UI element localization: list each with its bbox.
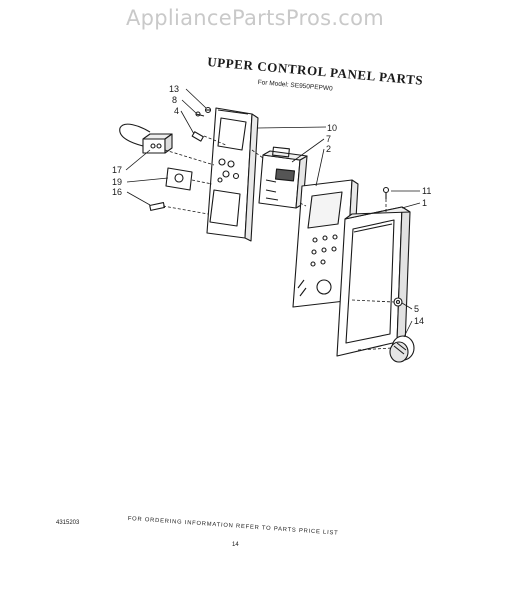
knob-14 xyxy=(389,335,415,363)
callout-17: 17 xyxy=(112,165,122,175)
callout-10: 10 xyxy=(327,123,337,133)
shield-19 xyxy=(165,167,193,191)
document-number: 4315203 xyxy=(56,520,80,526)
part-16 xyxy=(149,202,166,211)
page-number: 14 xyxy=(232,542,239,548)
electronic-module xyxy=(258,146,308,209)
screw-13 xyxy=(204,106,212,114)
screw-11 xyxy=(382,186,390,199)
callout-11: 11 xyxy=(422,186,431,196)
switch-17 xyxy=(119,123,173,154)
screw-8 xyxy=(195,111,205,117)
assembly-lines xyxy=(162,135,395,351)
callout-14: 14 xyxy=(414,316,424,326)
callout-2: 2 xyxy=(326,144,331,154)
callout-16: 16 xyxy=(112,187,122,197)
leader-lines xyxy=(125,88,421,338)
callout-13: 13 xyxy=(169,84,179,94)
callout-1: 1 xyxy=(422,198,427,208)
callout-5: 5 xyxy=(414,304,419,314)
clip-4 xyxy=(191,131,204,142)
front-frame-1 xyxy=(336,206,411,357)
callout-19: 19 xyxy=(112,177,122,187)
callout-7: 7 xyxy=(326,134,331,144)
watermark: AppliancePartsPros.com xyxy=(125,6,385,30)
control-panel-plate xyxy=(206,107,259,242)
callout-4: 4 xyxy=(174,106,179,116)
bushing-5 xyxy=(393,297,403,307)
callout-8: 8 xyxy=(172,95,177,105)
